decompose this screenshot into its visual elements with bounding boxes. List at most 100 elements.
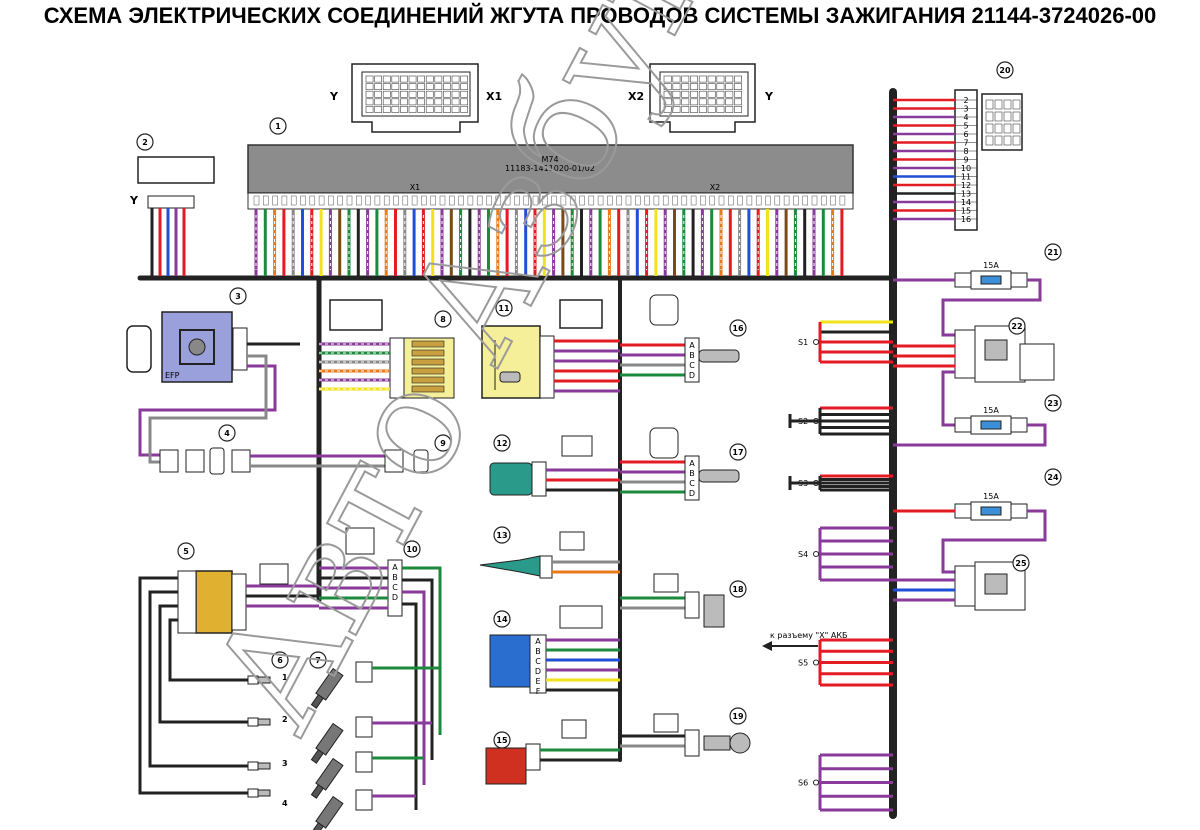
svg-text:7: 7 [315, 656, 321, 665]
svg-text:21: 21 [1047, 248, 1059, 257]
callout-2: 2 [136, 133, 154, 151]
plug-x1-label: X1 [486, 90, 502, 103]
svg-text:23: 23 [1047, 399, 1058, 408]
component-9-connector [319, 449, 429, 473]
splice-label: S1 [798, 338, 808, 347]
component-14-module [489, 605, 620, 694]
ecu-plug-x1: Y X1 [329, 63, 502, 133]
callout-21: 21 [1044, 243, 1062, 261]
callout-15: 15 [493, 731, 511, 749]
fuse-21-label: 15A [983, 261, 999, 270]
pin-letter: B [392, 573, 398, 582]
relay-22 [893, 325, 1055, 427]
callout-5: 5 [177, 542, 195, 560]
fuse-23-label: 15A [983, 406, 999, 415]
svg-text:11: 11 [498, 304, 510, 313]
callout-22: 22 [1008, 317, 1026, 335]
callout-3: 3 [229, 287, 247, 305]
pin-number: 2 [963, 96, 968, 105]
pin-number: 12 [961, 181, 971, 190]
pin-number: 5 [963, 122, 968, 131]
callout-19: 19 [729, 707, 747, 725]
svg-text:16: 16 [732, 324, 744, 333]
svg-text:14: 14 [496, 615, 508, 624]
svg-text:15: 15 [496, 736, 508, 745]
pin-number: 11 [961, 173, 971, 182]
callout-20: 20 [996, 61, 1014, 79]
pin-letter: C [535, 657, 541, 666]
fuse-24: 15A [893, 492, 1047, 574]
pin-letter: A [535, 637, 541, 646]
harness-bus [137, 88, 897, 819]
ecu-plug-x2: X2 Y [628, 63, 774, 133]
diagram-title: СХЕМА ЭЛЕКТРИЧЕСКИХ СОЕДИНЕНИЙ ЖГУТА ПРО… [43, 3, 1157, 28]
callout-7: 7 [309, 651, 327, 669]
svg-text:18: 18 [732, 585, 744, 594]
splice-groups: S1S2S3S4S5S6 [788, 320, 893, 812]
component-16-sensor [620, 294, 740, 383]
pin-number: 14 [961, 198, 971, 207]
pin-number: 8 [963, 147, 968, 156]
pin-letter: A [689, 341, 695, 350]
svg-text:3: 3 [235, 292, 241, 301]
callout-8: 8 [434, 310, 452, 328]
component-2-connector: Y [129, 156, 215, 276]
plug-y-label-right: Y [764, 90, 774, 103]
component-8-connector [319, 299, 455, 399]
svg-text:22: 22 [1011, 322, 1022, 331]
svg-text:5: 5 [183, 547, 189, 556]
pin-number: 6 [963, 130, 968, 139]
svg-text:Y: Y [129, 194, 139, 207]
ecu-block: М74 11183-1411020-01/02 X1 X2 [247, 144, 854, 276]
spark-plug-number: 3 [282, 759, 288, 768]
ecu-connector-x2: X2 [710, 183, 721, 192]
callout-18: 18 [729, 580, 747, 598]
callout-6: 6 [271, 651, 289, 669]
component-3-label: EFP [165, 371, 180, 380]
ecu-wire-bundle [253, 195, 846, 276]
svg-text:13: 13 [496, 531, 507, 540]
svg-text:9: 9 [440, 439, 446, 448]
svg-text:25: 25 [1015, 559, 1027, 568]
pin-letter: B [689, 469, 695, 478]
component-7-injectors [310, 661, 440, 830]
ecu-connector-x1: X1 [410, 183, 421, 192]
component-4-connector [159, 447, 319, 475]
svg-text:1: 1 [275, 122, 281, 131]
pin-number: 4 [963, 113, 968, 122]
pin-letter: C [392, 583, 398, 592]
relay-25 [893, 561, 1026, 611]
pin-letter: D [689, 371, 695, 380]
pin-number: 7 [963, 139, 968, 148]
callout-10: 10 [403, 540, 421, 558]
component-12-sensor [489, 435, 620, 497]
battery-arrow-note: к разъему "Х" АКБ [770, 631, 848, 640]
pin-letter: C [689, 361, 695, 370]
callout-16: 16 [729, 319, 747, 337]
callout-9: 9 [434, 434, 452, 452]
pin-letter: C [689, 479, 695, 488]
pin-number: 15 [961, 207, 971, 216]
callout-4: 4 [218, 424, 236, 442]
callout-13: 13 [493, 526, 511, 544]
fuse-23: 15A [893, 406, 1047, 447]
svg-text:12: 12 [496, 439, 507, 448]
component-17-sensor [620, 427, 740, 501]
splice-label: S5 [798, 659, 808, 668]
pin-letter: B [535, 647, 541, 656]
svg-text:24: 24 [1047, 473, 1059, 482]
fuse-21: 15A [893, 261, 1042, 337]
svg-text:4: 4 [224, 429, 230, 438]
pin-letter: D [535, 667, 541, 676]
pin-letter: B [689, 351, 695, 360]
svg-text:10: 10 [406, 545, 418, 554]
pin-number: 3 [963, 105, 968, 114]
spark-plug-number: 2 [282, 715, 288, 724]
callout-1: 1 [269, 117, 287, 135]
component-15-coil [485, 719, 620, 785]
